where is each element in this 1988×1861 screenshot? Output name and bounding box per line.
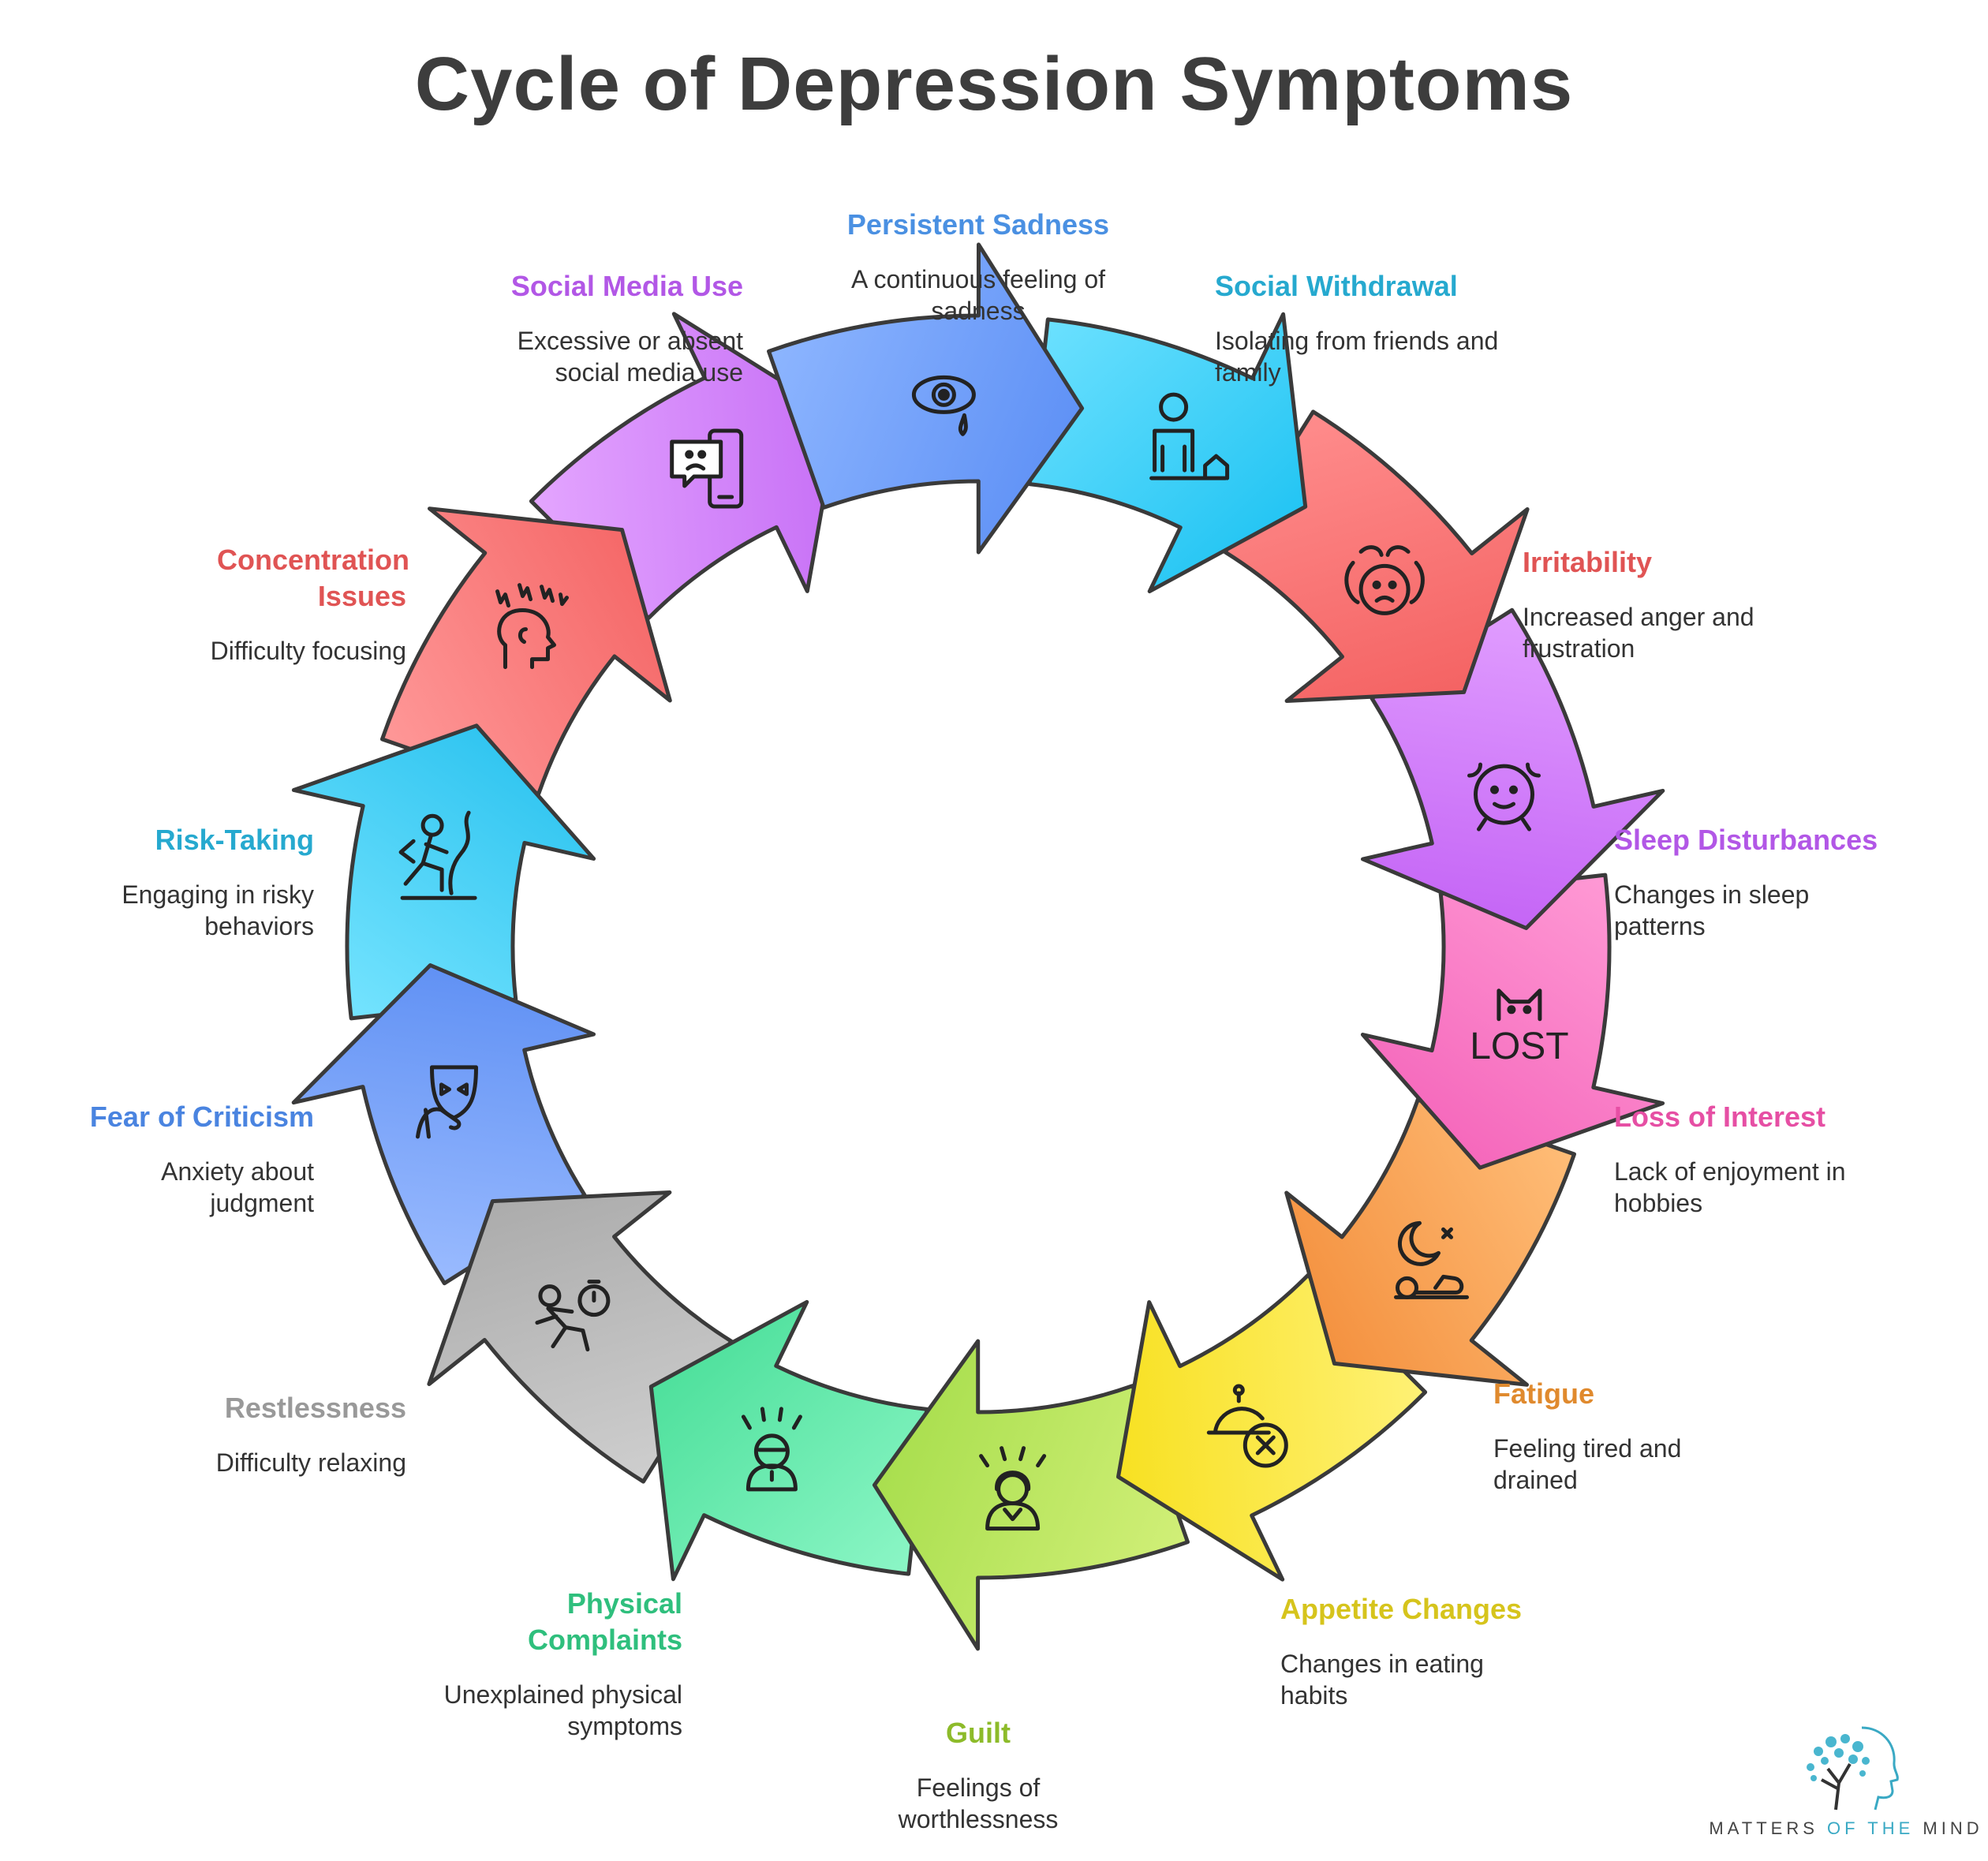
- step-title: Guilt: [946, 1717, 1011, 1749]
- step-label-appetite-changes: Appetite Changes Changes in eating habit…: [1280, 1591, 1564, 1711]
- step-description: Increased anger and frustration: [1523, 603, 1754, 663]
- cycle-arrow-guilt: [872, 1339, 1190, 1651]
- step-description: Difficulty focusing: [210, 637, 406, 665]
- step-label-concentration-issues: Concentration Issues Difficulty focusing: [122, 542, 410, 667]
- frazzled-head-icon: [495, 583, 569, 670]
- step-title: Restlessness: [224, 1392, 406, 1424]
- cycle-arrow-physical-complaints: [648, 1299, 929, 1582]
- step-description: Feelings of worthlessness: [898, 1773, 1059, 1833]
- step-label-persistent-sadness: Persistent Sadness A continuous feeling …: [773, 207, 1183, 327]
- running-timer-icon: [535, 1280, 611, 1352]
- cycle-arrow-loss-of-interest: [1360, 873, 1665, 1170]
- climber-icon: [398, 810, 477, 900]
- mask-icon: [416, 1065, 478, 1139]
- step-label-physical-complaints: Physical Complaints Unexplained physical…: [394, 1586, 682, 1742]
- step-title: Loss of Interest: [1614, 1101, 1826, 1133]
- step-title: Physical Complaints: [527, 1587, 682, 1656]
- brand-name-part: MIND: [1914, 1818, 1983, 1838]
- stressed-person-icon: [741, 1407, 802, 1492]
- brand-name-part: MATTERS: [1709, 1818, 1827, 1838]
- alarm-clock-icon: [1467, 762, 1541, 831]
- step-label-social-media-use: Social Media Use Excessive or absent soc…: [418, 268, 743, 388]
- cycle-arrow-fatigue: [1284, 1097, 1576, 1387]
- step-title: Concentration Issues: [217, 544, 410, 612]
- step-title: Persistent Sadness: [846, 208, 1110, 241]
- tree-head-logo-icon: [1807, 1726, 1899, 1811]
- step-description: Unexplained physical symptoms: [443, 1680, 682, 1740]
- svg-text:LOST: LOST: [1470, 1026, 1568, 1067]
- stressed-woman-icon: [979, 1446, 1047, 1531]
- step-description: Difficulty relaxing: [215, 1448, 406, 1477]
- step-title: Social Withdrawal: [1215, 270, 1458, 302]
- step-description: Changes in sleep patterns: [1614, 880, 1810, 940]
- step-label-restlessness: Restlessness Difficulty relaxing: [122, 1390, 406, 1478]
- angry-face-icon: [1344, 545, 1425, 615]
- step-label-loss-of-interest: Loss of Interest Lack of enjoyment in ho…: [1614, 1099, 1930, 1219]
- brand-name: MATTERS OF THE MIND: [1704, 1818, 1988, 1839]
- teary-eye-icon: [911, 375, 976, 436]
- step-label-sleep-disturbances: Sleep Disturbances Changes in sleep patt…: [1614, 822, 1930, 942]
- brand-name-accent: OF THE: [1827, 1818, 1915, 1838]
- step-label-irritability: Irritability Increased anger and frustra…: [1523, 544, 1807, 664]
- step-title: Risk-Taking: [155, 824, 314, 856]
- step-description: Isolating from friends and family: [1215, 327, 1499, 387]
- step-description: Anxiety about judgment: [161, 1157, 314, 1217]
- cycle-arrow-concentration-issues: [380, 506, 672, 796]
- step-label-fear-of-criticism: Fear of Criticism Anxiety about judgment: [30, 1099, 314, 1219]
- step-label-risk-taking: Risk-Taking Engaging in risky behaviors: [30, 822, 314, 942]
- step-title: Irritability: [1523, 546, 1653, 578]
- step-title: Social Media Use: [510, 270, 743, 302]
- step-title: Appetite Changes: [1280, 1593, 1523, 1625]
- step-title: Sleep Disturbances: [1614, 824, 1878, 856]
- sad-phone-icon: [670, 428, 744, 509]
- cycle-arrow-persistent-sadness: [767, 242, 1085, 555]
- step-title: Fatigue: [1493, 1377, 1595, 1410]
- step-description: Feeling tired and drained: [1493, 1434, 1682, 1494]
- step-description: Changes in eating habits: [1280, 1650, 1484, 1710]
- isolated-person-icon: [1149, 392, 1230, 480]
- no-food-icon: [1206, 1384, 1288, 1468]
- step-label-guilt: Guilt Feelings of worthlessness: [836, 1715, 1120, 1835]
- brand-logo: MATTERS OF THE MIND: [1704, 1712, 1988, 1839]
- lost-cat-icon: LOST: [1470, 988, 1569, 1067]
- step-description: Lack of enjoyment in hobbies: [1614, 1157, 1846, 1217]
- step-description: Engaging in risky behaviors: [121, 880, 314, 940]
- step-description: Excessive or absent social media use: [517, 327, 743, 387]
- step-label-social-withdrawal: Social Withdrawal Isolating from friends…: [1215, 268, 1499, 388]
- step-label-fatigue: Fatigue Feeling tired and drained: [1493, 1376, 1777, 1496]
- step-description: A continuous feeling of sadness: [850, 265, 1105, 325]
- page-title: Cycle of Depression Symptoms: [414, 42, 1574, 126]
- tired-sleeper-icon: [1394, 1220, 1469, 1299]
- step-title: Fear of Criticism: [89, 1101, 314, 1133]
- cycle-arrow-social-withdrawal: [1027, 312, 1308, 594]
